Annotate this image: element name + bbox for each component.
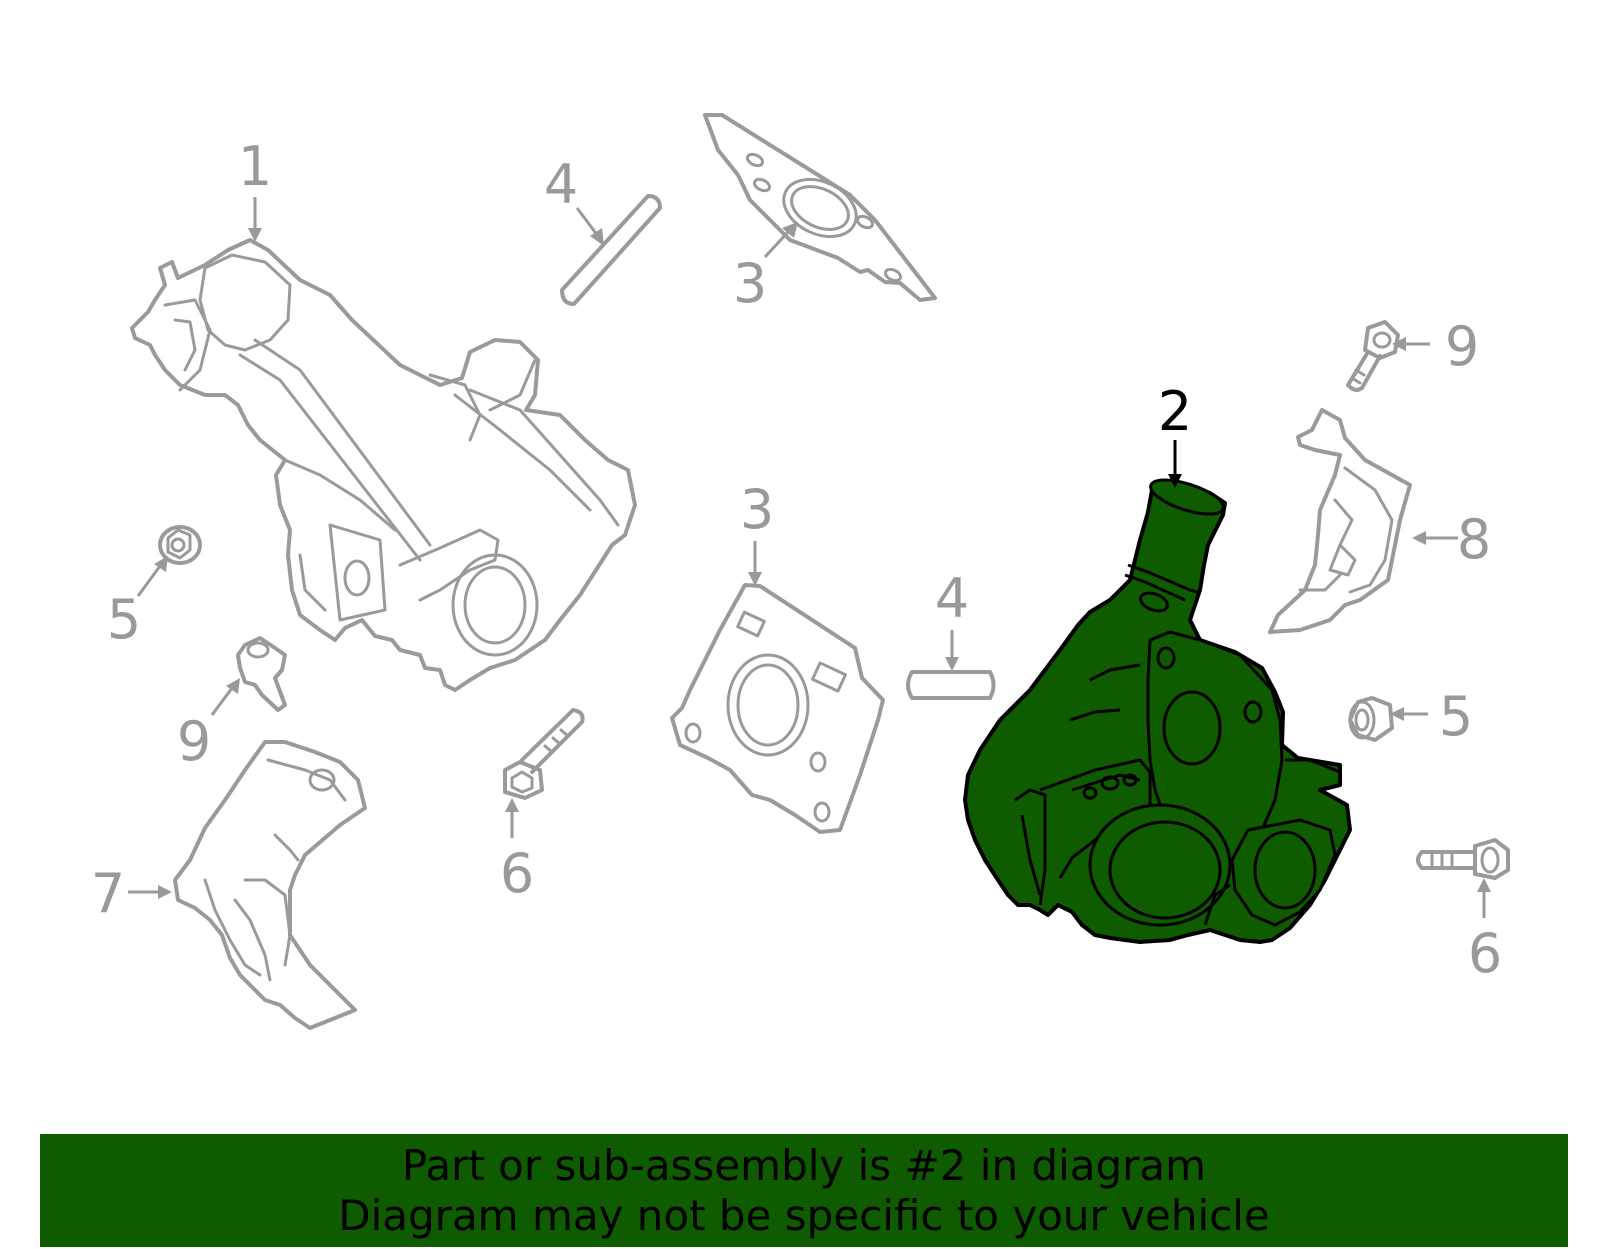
callout-5-left: 5	[107, 588, 141, 651]
part-9-bolt-upper[interactable]	[1346, 320, 1400, 392]
callout-4-lower: 4	[935, 567, 969, 630]
part-9-clip-lower[interactable]	[236, 636, 287, 712]
callout-4-upper: 4	[544, 153, 578, 216]
callout-5-right: 5	[1439, 685, 1473, 748]
callout-labels: 1 2 3 3 4 4 5 5 6 6 7 8 9 9	[91, 135, 1502, 985]
callout-3-upper: 3	[733, 252, 767, 315]
part-4-pin-upper[interactable]	[560, 194, 662, 306]
part-6-bolt-left[interactable]	[503, 708, 585, 800]
part-2-turbocharger[interactable]	[963, 473, 1352, 944]
callout-2: 2	[1158, 380, 1192, 443]
callout-9-right: 9	[1445, 315, 1479, 378]
callout-6-right: 6	[1468, 922, 1502, 985]
callout-6-left: 6	[500, 842, 534, 905]
part-5-nut-right[interactable]	[1348, 696, 1394, 742]
callout-1: 1	[238, 135, 272, 198]
part-7-heat-shield[interactable]	[173, 740, 367, 1030]
part-6-bolt-right[interactable]	[1416, 838, 1510, 880]
banner-line-2: Diagram may not be specific to your vehi…	[338, 1190, 1270, 1240]
part-1-manifold[interactable]	[130, 238, 637, 692]
callout-7: 7	[91, 862, 125, 925]
callout-arrows	[128, 197, 1491, 918]
banner-line-1: Part or sub-assembly is #2 in diagram	[401, 1140, 1207, 1190]
part-3-gasket-upper[interactable]	[703, 113, 937, 302]
part-4-pin-lower[interactable]	[906, 670, 996, 700]
callout-8: 8	[1457, 508, 1491, 571]
info-banner: Part or sub-assembly is #2 in diagram Di…	[40, 1134, 1568, 1247]
callout-3-lower: 3	[740, 478, 774, 541]
part-3-gasket-lower[interactable]	[670, 583, 885, 834]
part-5-nut-left[interactable]	[158, 525, 202, 565]
callout-9-left: 9	[177, 710, 211, 773]
part-8-heat-shield[interactable]	[1268, 408, 1412, 634]
